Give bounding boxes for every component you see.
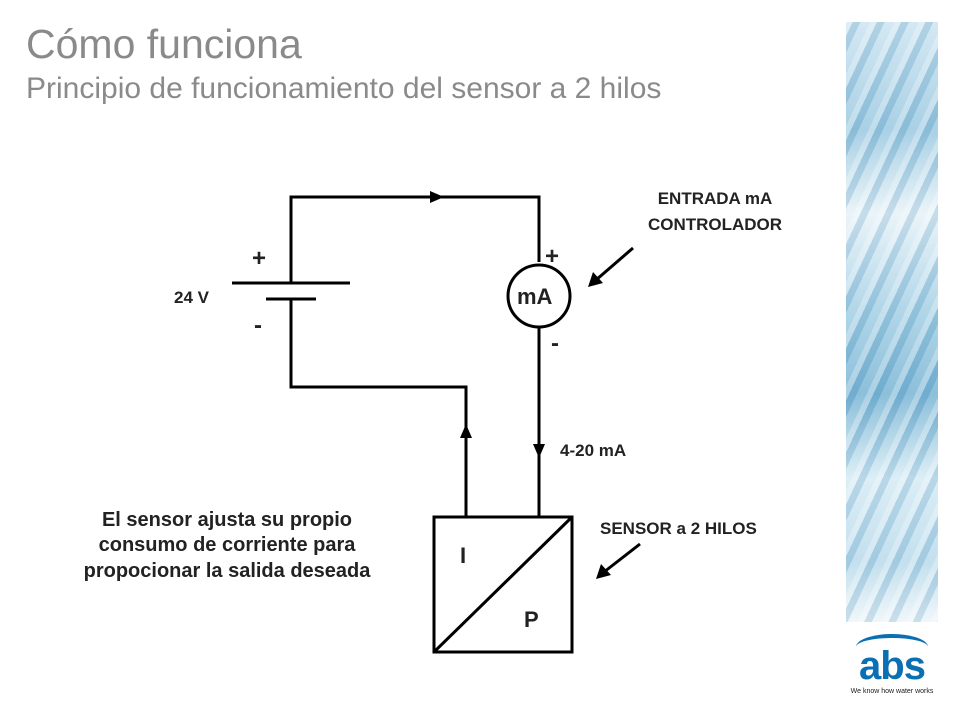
sensor-pointer-line: [603, 542, 641, 574]
transmitter-top-label: I: [460, 543, 467, 568]
abs-logo: abs We know how water works: [846, 630, 938, 710]
voltage-label: 24 V: [174, 288, 209, 307]
battery-plus-label: +: [252, 245, 267, 272]
down-arrow: [533, 444, 545, 458]
transmitter-bottom-label: P: [524, 607, 539, 632]
controller-pointer-head: [588, 272, 603, 287]
controller-pointer-line: [595, 246, 634, 282]
up-arrow: [460, 424, 472, 438]
meter-label: mA: [517, 284, 553, 309]
battery-minus-label: -: [254, 312, 262, 339]
page-title: Cómo funciona: [26, 21, 302, 67]
controller-label-line2: CONTROLADOR: [647, 215, 783, 235]
page-subtitle: Principio de funcionamiento del sensor a…: [26, 72, 662, 105]
transmitter-diagonal: [432, 515, 574, 654]
water-image-strip: [846, 22, 938, 622]
top-wire-arrow: [430, 191, 444, 203]
current-label: 4-20 mA: [560, 441, 627, 460]
sensor-label: SENSOR a 2 HILOS: [600, 519, 757, 538]
top-wire: [289, 195, 541, 283]
logo-tagline: We know how water works: [850, 688, 934, 695]
sensor-pointer-head: [596, 564, 611, 579]
meter-minus-label: -: [551, 330, 559, 357]
meter-plus-label: +: [545, 243, 560, 270]
return-wire: [289, 299, 468, 517]
controller-label-line1: ENTRADA mA: [657, 189, 773, 208]
logo-arc-icon: [856, 634, 928, 660]
controller-input-label: ENTRADA mA CONTROLADOR: [600, 186, 830, 239]
explanation-caption: El sensor ajusta su propio consumo de co…: [83, 509, 371, 582]
